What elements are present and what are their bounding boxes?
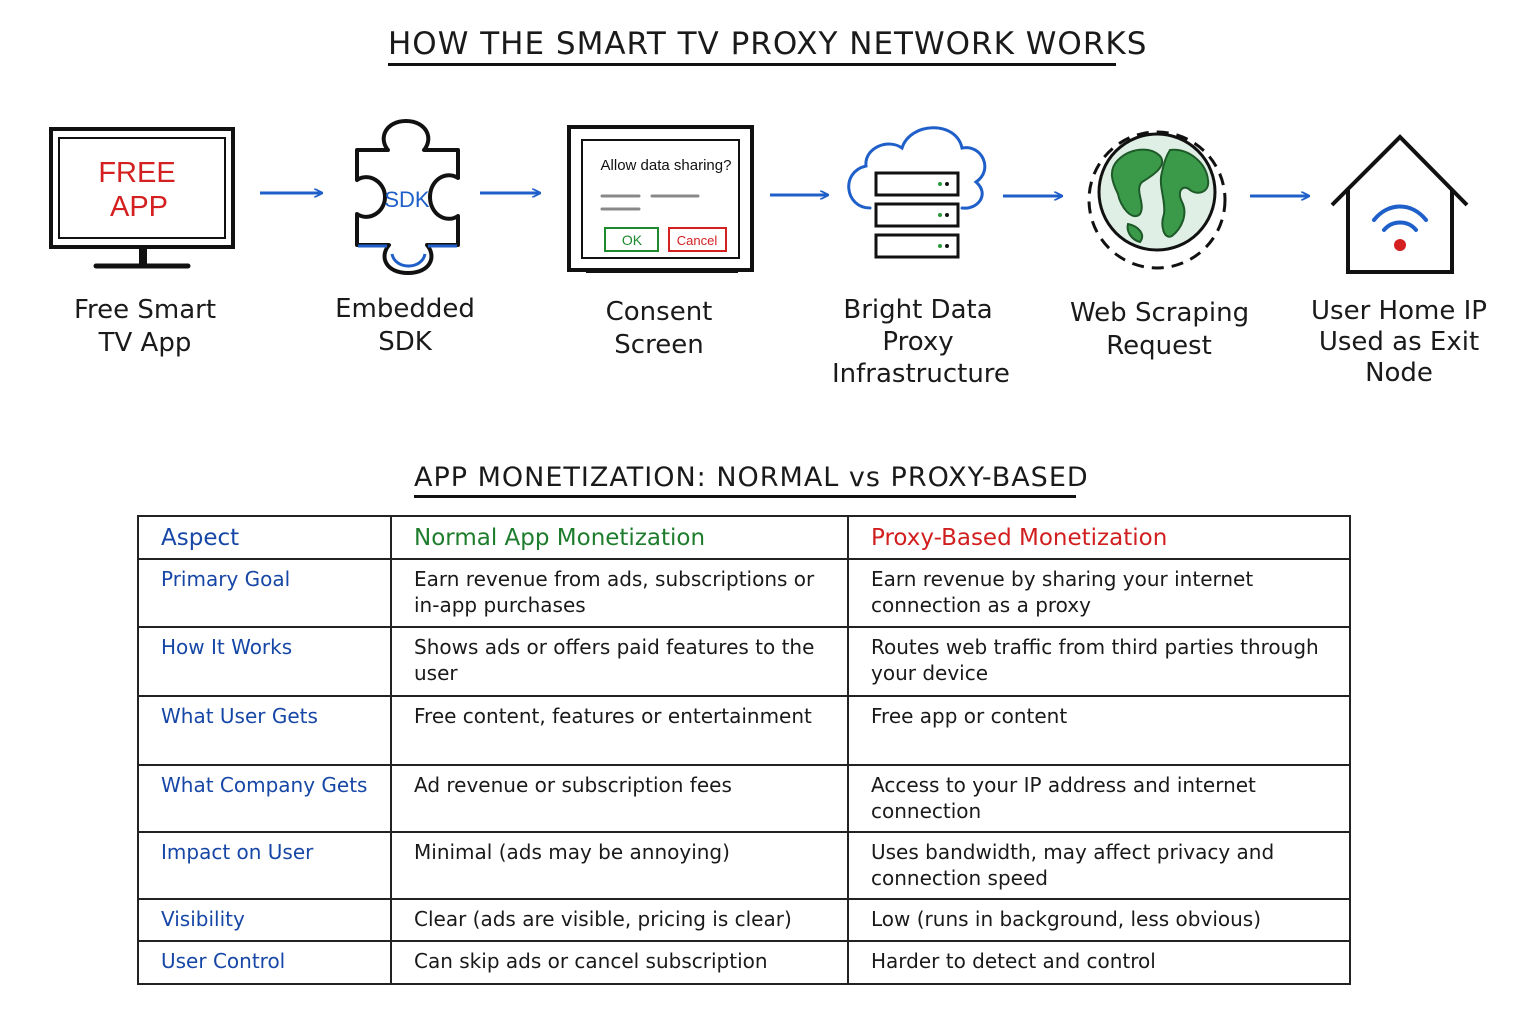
step-label-line: Proxy xyxy=(882,327,954,357)
proxy-cell: Low (runs in background, less obvious) xyxy=(847,898,1351,942)
aspect-cell: User Control xyxy=(137,940,392,985)
proxy-cell: Routes web traffic from third parties th… xyxy=(847,626,1351,697)
aspect-cell: How It Works xyxy=(137,626,392,697)
tv-screen-text-app: APP xyxy=(110,191,168,223)
table-row: Visibility Clear (ads are visible, prici… xyxy=(137,898,1351,942)
flow-diagram: FREE APP SDK Allow data sharing? OK Canc… xyxy=(49,119,1469,275)
step-label-line: User Home IP xyxy=(1311,296,1487,326)
table-row: User Control Can skip ads or cancel subs… xyxy=(137,940,1351,985)
aspect-cell: Impact on User xyxy=(137,831,392,900)
table-row: What Company Gets Ad revenue or subscrip… xyxy=(137,764,1351,833)
header-aspect: Aspect xyxy=(137,515,392,560)
cancel-button: Cancel xyxy=(677,233,718,248)
house-wifi-icon xyxy=(1330,134,1469,274)
comparison-table: Aspect Normal App Monetization Proxy-Bas… xyxy=(137,515,1351,985)
normal-cell: Earn revenue from ads, subscriptions or … xyxy=(390,558,849,628)
step-label-line: Node xyxy=(1365,358,1433,388)
puzzle-piece-icon: SDK xyxy=(355,119,460,275)
step-label-line: SDK xyxy=(378,327,432,357)
step-label-line: Free Smart xyxy=(73,295,217,325)
step-label-embedded-sdk: Embedded SDK xyxy=(320,293,490,359)
dialog-text: Allow data sharing? xyxy=(601,157,732,174)
normal-cell: Shows ads or offers paid features to the… xyxy=(390,626,849,697)
step-label-line: Bright Data xyxy=(843,295,993,325)
step-label-line: Web Scraping xyxy=(1070,298,1250,328)
proxy-cell: Access to your IP address and internet c… xyxy=(847,764,1351,833)
table-title: APP MONETIZATION: NORMAL vs PROXY-BASED xyxy=(414,460,1088,498)
step-label-line: Request xyxy=(1106,331,1212,361)
cloud-server-icon xyxy=(847,126,987,259)
sdk-label: SDK xyxy=(384,187,430,212)
aspect-cell: What User Gets xyxy=(137,695,392,766)
step-label-line: Consent xyxy=(605,297,713,327)
step-label-line: Screen xyxy=(614,330,704,360)
table-header-row: Aspect Normal App Monetization Proxy-Bas… xyxy=(137,515,1351,560)
step-label-line: Embedded xyxy=(335,294,475,324)
step-label-free-smart-tv-app: Free Smart TV App xyxy=(52,294,238,360)
step-label-proxy-infrastructure: Bright Data Proxy Infrastructure xyxy=(832,294,1010,390)
proxy-cell: Harder to detect and control xyxy=(847,940,1351,985)
globe-icon xyxy=(1087,130,1227,270)
normal-cell: Can skip ads or cancel subscription xyxy=(390,940,849,985)
proxy-cell: Earn revenue by sharing your internet co… xyxy=(847,558,1351,628)
table-row: What User Gets Free content, features or… xyxy=(137,695,1351,766)
diagram-title: HOW THE SMART TV PROXY NETWORK WORKS xyxy=(388,22,1146,66)
smart-tv-icon: FREE APP xyxy=(49,127,235,269)
table-row: Impact on User Minimal (ads may be annoy… xyxy=(137,831,1351,900)
aspect-cell: Visibility xyxy=(137,898,392,942)
aspect-cell: Primary Goal xyxy=(137,558,392,628)
normal-cell: Minimal (ads may be annoying) xyxy=(390,831,849,900)
step-label-user-home-ip: User Home IP Used as Exit Node xyxy=(1308,296,1490,389)
consent-screen-icon: Allow data sharing? OK Cancel xyxy=(567,125,754,273)
step-label-line: Used as Exit xyxy=(1318,327,1480,357)
proxy-cell: Uses bandwidth, may affect privacy and c… xyxy=(847,831,1351,900)
table-row: Primary Goal Earn revenue from ads, subs… xyxy=(137,558,1351,628)
table-row: How It Works Shows ads or offers paid fe… xyxy=(137,626,1351,697)
normal-cell: Free content, features or entertainment xyxy=(390,695,849,766)
step-label-web-scraping-request: Web Scraping Request xyxy=(1070,297,1250,363)
step-label-line: Infrastructure xyxy=(832,359,1010,389)
proxy-cell: Free app or content xyxy=(847,695,1351,766)
ok-button: OK xyxy=(622,232,643,248)
tv-screen-text-free: FREE xyxy=(98,157,175,189)
normal-cell: Ad revenue or subscription fees xyxy=(390,764,849,833)
header-normal-monetization: Normal App Monetization xyxy=(390,515,849,560)
step-label-consent-screen: Consent Screen xyxy=(574,296,744,362)
step-label-line: TV App xyxy=(98,328,192,358)
header-proxy-monetization: Proxy-Based Monetization xyxy=(847,515,1351,560)
normal-cell: Clear (ads are visible, pricing is clear… xyxy=(390,898,849,942)
aspect-cell: What Company Gets xyxy=(137,764,392,833)
